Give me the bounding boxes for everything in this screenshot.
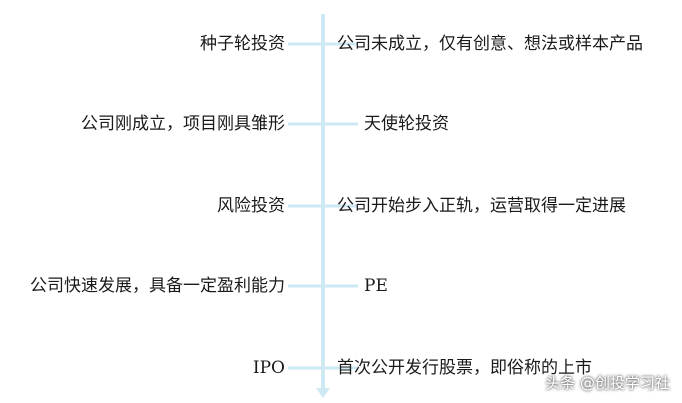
stage-3-left-label: 风险投资 (217, 196, 285, 216)
watermark: 头条 @创投学习社 (545, 374, 670, 392)
stage-5-left-label: IPO (252, 358, 285, 378)
stage-2-right-label: 天使轮投资 (364, 114, 449, 134)
stage-2-left-label: 公司刚成立，项目刚具雏形 (81, 114, 285, 134)
stage-4-left-label: 公司快速发展，具备一定盈利能力 (30, 276, 285, 296)
timeline-arrow-head (316, 388, 330, 398)
stage-5-right-label: 首次公开发行股票，即俗称的上市 (337, 358, 592, 378)
stage-3-right-label: 公司开始步入正轨，运营取得一定进展 (337, 196, 626, 216)
stage-1-left-label: 种子轮投资 (200, 34, 285, 54)
stage-1-right-label: 公司未成立，仅有创意、想法或样本产品 (337, 34, 643, 54)
stage-4-right-label: PE (364, 276, 388, 296)
